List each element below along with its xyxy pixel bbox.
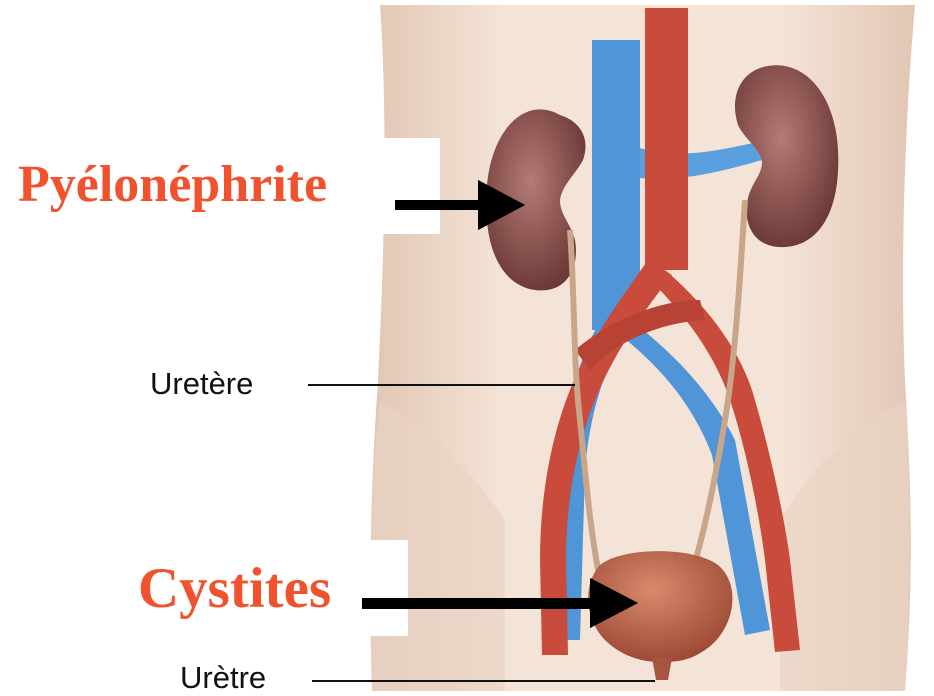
aorta (645, 8, 688, 270)
uretere-label: Uretère (150, 366, 253, 402)
cystites-label: Cystites (138, 556, 331, 621)
pyelonephrite-label: Pyélonéphrite (18, 155, 327, 214)
